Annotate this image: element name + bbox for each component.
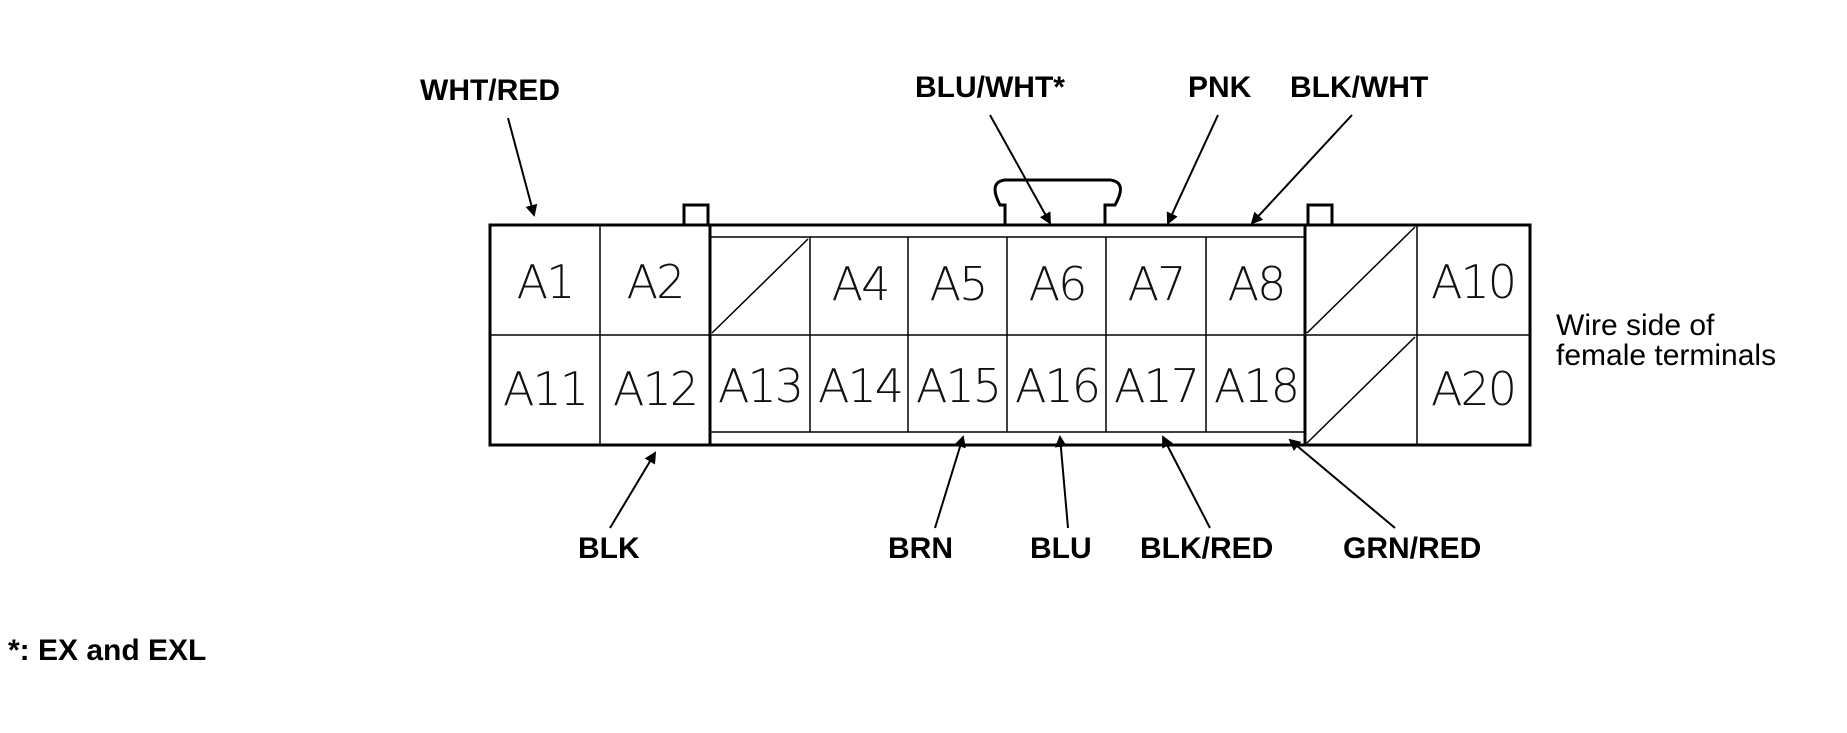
empty-cavity-a19: [1306, 336, 1416, 444]
wire-label-grn-red: GRN/RED: [1343, 532, 1481, 565]
wire-label-wht-red: WHT/RED: [420, 74, 560, 107]
pin-a6: A6: [1029, 257, 1086, 311]
pin-a2: A2: [627, 255, 684, 309]
connector-housing: [488, 178, 1532, 447]
arrow-grn-red: [1288, 438, 1396, 529]
pin-a8: A8: [1228, 257, 1285, 311]
pin-a16: A16: [1015, 359, 1099, 413]
pin-a5: A5: [930, 257, 987, 311]
side-note: Wire side of female terminals: [1556, 309, 1776, 372]
wire-label-blu: BLU: [1030, 532, 1092, 565]
pin-a20: A20: [1431, 362, 1515, 416]
wire-label-brn: BRN: [888, 532, 953, 565]
pin-a14: A14: [818, 359, 902, 413]
pin-a13: A13: [718, 359, 802, 413]
side-note-line-1: Wire side of: [1556, 309, 1715, 342]
pin-row-1: A1 A2 A4 A5 A6 A7 A8 A10: [517, 255, 1517, 311]
footnote: *: EX and EXL: [8, 634, 206, 667]
pin-a15: A15: [916, 359, 1000, 413]
pin-a1: A1: [517, 255, 574, 309]
wire-label-blu-wht: BLU/WHT*: [915, 71, 1065, 104]
pin-a4: A4: [832, 257, 889, 311]
empty-cavity-a9: [1306, 226, 1416, 334]
side-note-line-2: female terminals: [1556, 339, 1776, 372]
arrow-blk-wht: [1250, 114, 1353, 225]
arrow-blk-red: [1162, 435, 1211, 529]
pin-a11: A11: [503, 362, 587, 416]
pin-a12: A12: [613, 362, 697, 416]
arrow-pnk: [1166, 114, 1219, 225]
wire-label-blk: BLK: [578, 532, 640, 565]
arrow-wht-red: [507, 117, 538, 217]
wire-label-pnk: PNK: [1188, 71, 1252, 104]
empty-cavity-a3: [711, 238, 809, 334]
pin-row-2: A11 A12 A13 A14 A15 A16 A17 A18 A20: [503, 359, 1517, 416]
wire-label-blk-red: BLK/RED: [1140, 532, 1273, 565]
pin-a17: A17: [1114, 359, 1198, 413]
bottom-wire-labels: BLK BRN BLU BLK/RED GRN/RED: [578, 532, 1481, 565]
arrow-blu-wht: [989, 114, 1051, 225]
wire-label-blk-wht: BLK/WHT: [1290, 71, 1428, 104]
arrow-blu: [1054, 435, 1069, 529]
leader-arrows: [507, 114, 1396, 529]
pin-a7: A7: [1128, 257, 1185, 311]
arrow-blk: [609, 451, 657, 529]
arrow-brn: [934, 435, 966, 529]
pin-a10: A10: [1431, 255, 1515, 309]
pin-a18: A18: [1214, 359, 1298, 413]
top-wire-labels: WHT/RED BLU/WHT* PNK BLK/WHT: [420, 71, 1428, 107]
